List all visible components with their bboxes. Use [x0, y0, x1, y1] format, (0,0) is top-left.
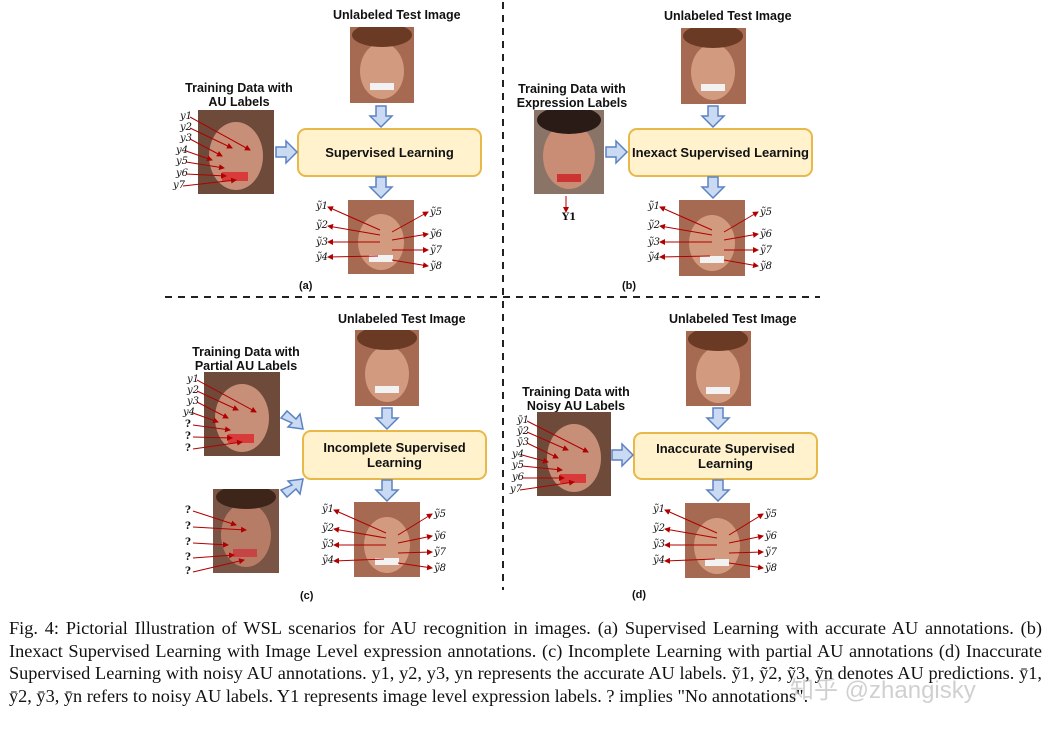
panel-a-input-label: y6 — [176, 168, 189, 179]
panel-c-test-title: Unlabeled Test Image — [338, 312, 466, 326]
panel-c-input-label-2: ? — [185, 521, 191, 532]
panel-b-method-box: Inexact Supervised Learning — [628, 128, 813, 177]
panel-b-output-label: ỹ5 — [760, 207, 773, 218]
panel-d-output-label: ỹ1 — [653, 504, 666, 515]
flow-arrow — [700, 176, 726, 200]
watermark: 知乎 @zhangisky — [790, 677, 976, 704]
panel-b-output-label: ỹ1 — [648, 201, 661, 212]
panel-c-output-label: ỹ3 — [322, 539, 335, 550]
panel-c-input-label: y4 — [183, 407, 196, 418]
panel-d-input-label: y6 — [512, 472, 525, 483]
panel-a-input-label: y2 — [180, 122, 193, 133]
panel-a-output-label: ỹ3 — [316, 237, 329, 248]
panel-c-output-label: ỹ4 — [322, 555, 335, 566]
panel-d-input-label: ȳ1 — [517, 415, 530, 426]
panel-d-output-label: ỹ6 — [765, 531, 778, 542]
panel-d-output-label: ỹ4 — [653, 555, 666, 566]
panel-d-sublabel: (d) — [632, 589, 647, 601]
figure-caption: Fig. 4: Pictorial Illustration of WSL sc… — [9, 618, 1042, 706]
panel-a-output-label: ỹ2 — [316, 220, 329, 231]
panel-a-input-label: y1 — [180, 111, 193, 122]
panel-a-test-face — [350, 27, 414, 103]
panel-d-input-label: y7 — [510, 484, 523, 495]
panel-a-output-label: ỹ1 — [316, 201, 329, 212]
panel-c-input-label: ? — [185, 419, 191, 430]
panel-a-test-title: Unlabeled Test Image — [333, 8, 461, 22]
panel-c-test-face — [355, 330, 419, 406]
panel-d-train-title: Training Data with Noisy AU Labels — [522, 385, 630, 413]
panel-d-output-label: ỹ5 — [765, 509, 778, 520]
flow-arrow — [705, 479, 731, 503]
panel-c-train-title: Training Data with Partial AU Labels — [192, 345, 300, 373]
panel-c-input-label: y3 — [187, 396, 200, 407]
panel-a-output-label: ỹ5 — [430, 207, 443, 218]
panel-c-output-label: ỹ2 — [322, 523, 335, 534]
flow-arrow — [605, 139, 629, 165]
flow-arrow — [705, 407, 731, 431]
panel-b-output-face — [679, 200, 745, 276]
panel-c-output-label: ỹ5 — [434, 509, 447, 520]
panel-c-sublabel: (c) — [300, 590, 314, 602]
panel-c-input-label: y2 — [187, 385, 200, 396]
panel-a-output-label: ỹ6 — [430, 229, 443, 240]
panel-d-output-label: ỹ7 — [765, 547, 778, 558]
flow-arrow — [279, 409, 304, 430]
panel-a-method-box: Supervised Learning — [297, 128, 482, 177]
panel-b-test-title: Unlabeled Test Image — [664, 9, 792, 23]
panel-c-input-label-2: ? — [185, 537, 191, 548]
panel-a-input-label: y4 — [176, 145, 189, 156]
panel-b-expression-label: Y1 — [562, 212, 577, 223]
panel-d-input-label: y5 — [512, 460, 525, 471]
panel-b-test-face — [681, 28, 746, 104]
panel-d-output-label: ỹ2 — [653, 523, 666, 534]
panel-c-input-label: ? — [185, 431, 191, 442]
panel-b-train-face — [534, 110, 604, 194]
panel-c-output-label: ỹ6 — [434, 531, 447, 542]
panel-a-input-label: y7 — [173, 180, 186, 191]
panel-b-output-label: ỹ3 — [648, 237, 661, 248]
panel-a-input-label: y5 — [176, 156, 189, 167]
panel-c-input-label-2: ? — [185, 552, 191, 563]
panel-c-method-box: Incomplete Supervised Learning — [302, 430, 487, 480]
panel-d-output-label: ỹ3 — [653, 539, 666, 550]
flow-arrow — [374, 479, 400, 503]
flow-arrow — [374, 407, 400, 431]
panel-d-test-title: Unlabeled Test Image — [669, 312, 797, 326]
panel-c-input-label-2: ? — [185, 566, 191, 577]
panel-c-output-label: ỹ7 — [434, 547, 447, 558]
panel-c-output-label: ỹ8 — [434, 563, 447, 574]
panel-a-output-label: ỹ4 — [316, 252, 329, 263]
panel-b-output-label: ỹ6 — [760, 229, 773, 240]
flow-arrow — [279, 478, 304, 499]
panel-b-output-label: ỹ8 — [760, 261, 773, 272]
panel-b-sublabel: (b) — [622, 280, 637, 292]
panel-b-train-title: Training Data with Expression Labels — [516, 82, 628, 110]
panel-a-input-label: y3 — [180, 133, 193, 144]
flow-arrow — [368, 105, 394, 129]
panel-c-input-label: y1 — [187, 374, 200, 385]
panel-a-train-face — [198, 110, 274, 194]
panel-a-train-title: Training Data with AU Labels — [185, 81, 293, 109]
panel-a-output-label: ỹ7 — [430, 245, 443, 256]
panel-a-sublabel: (a) — [299, 280, 313, 292]
flow-arrow — [275, 139, 299, 165]
flow-arrow — [368, 176, 394, 200]
panel-c-output-label: ỹ1 — [322, 504, 335, 515]
panel-d-input-label: y4 — [512, 449, 525, 460]
flow-arrow — [611, 442, 635, 468]
panel-d-method-box: Inaccurate Supervised Learning — [633, 432, 818, 480]
panel-d-test-face — [686, 331, 751, 406]
panel-a-output-label: ỹ8 — [430, 261, 443, 272]
panel-d-input-label: ȳ3 — [517, 437, 530, 448]
panel-b-output-label: ỹ7 — [760, 245, 773, 256]
panel-c-input-label-2: ? — [185, 505, 191, 516]
panel-b-output-label: ỹ2 — [648, 220, 661, 231]
panel-b-output-label: ỹ4 — [648, 252, 661, 263]
panel-d-input-label: ȳ2 — [517, 426, 530, 437]
panel-d-output-label: ỹ8 — [765, 563, 778, 574]
panel-c-input-label: ? — [185, 443, 191, 454]
flow-arrow — [700, 105, 726, 129]
